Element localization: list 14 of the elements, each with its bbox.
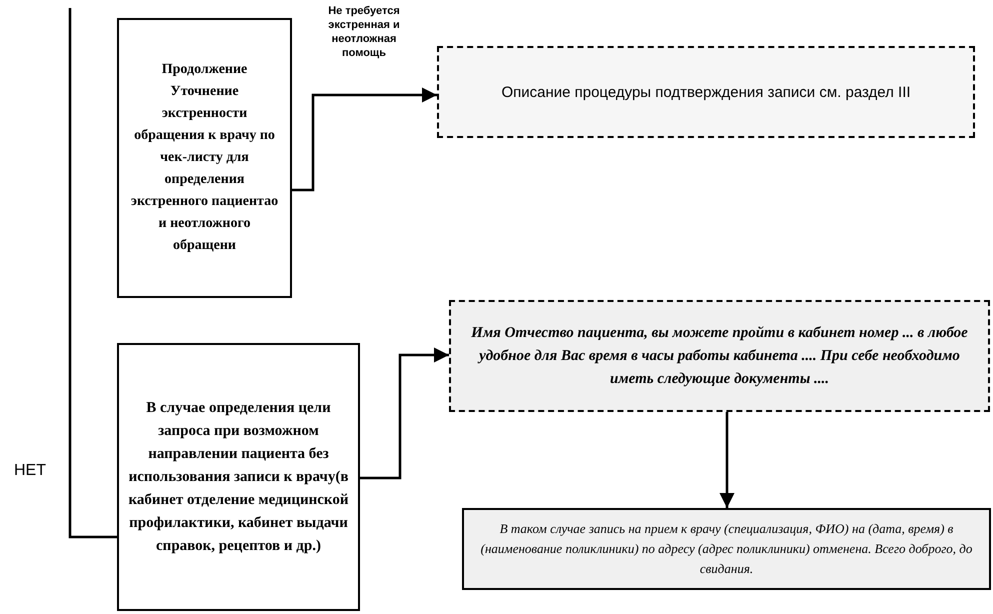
connector-arrow: [292, 88, 437, 192]
dashed-box: [437, 46, 975, 138]
node-text: Описание процедуры подтверждения записи см. раздел III: [501, 84, 911, 100]
node-text: В случае определения цели запроса при возможном направлении пациента без использования записи к врачу(в кабинет отделение медицинской профилактики, кабинет выдачи справок, рецептов и др.): [127, 398, 350, 556]
node-text: Имя Отчество пациента, вы можете пройти в кабинет номер ... в любое удобное для Вас время в часы работы кабинета .... При себе необходимо иметь следующие документы ....: [470, 324, 969, 388]
process-box: [462, 508, 991, 590]
dashed-box: [449, 300, 990, 412]
connector-arrow: [720, 412, 734, 508]
node-text: Продолжение Уточнение экстренности обращения к врачу по чек-листу для определения экстренного пациентао и неотложного обращени: [130, 61, 280, 255]
node-text: В таком случае запись на прием к врачу (специализация, ФИО) на (дата, время) в (наименование поликлиники) по адресу (адрес поликлиники) отменена. Всего доброго, до свидания.: [480, 520, 974, 578]
process-box: [117, 343, 360, 611]
branch-label: НЕТ: [14, 462, 46, 480]
connector-arrow: [360, 348, 449, 480]
process-box: [117, 18, 292, 298]
